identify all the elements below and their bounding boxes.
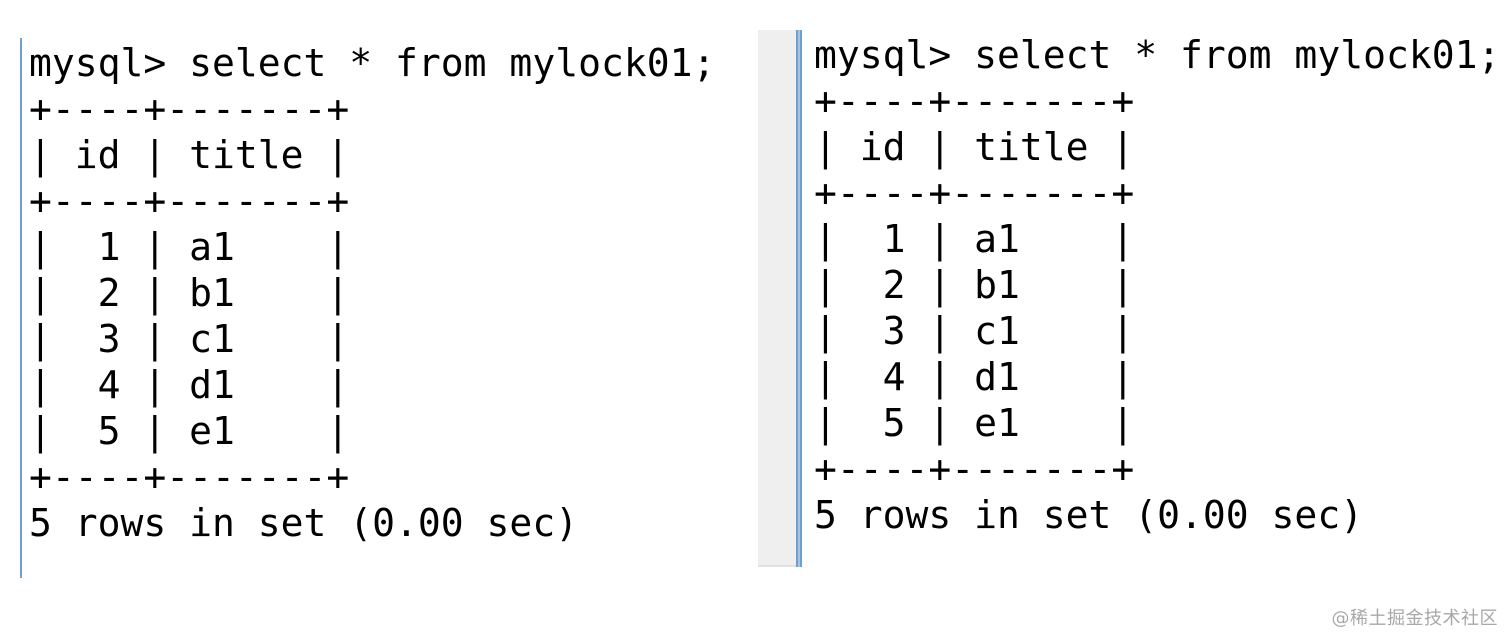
table-row: | 4 | d1 | — [814, 355, 1135, 399]
table-row: | 3 | c1 | — [814, 309, 1135, 353]
table-border-bottom: +----+-------+ — [29, 455, 350, 499]
table-row: | 2 | b1 | — [29, 271, 350, 315]
watermark: @稀土掘金技术社区 — [1331, 608, 1498, 629]
terminal-output-left: mysql> select * from mylock01;+----+----… — [29, 40, 715, 546]
result-summary: 5 rows in set (0.00 sec) — [814, 493, 1364, 537]
result-summary: 5 rows in set (0.00 sec) — [29, 501, 579, 545]
table-row: | 1 | a1 | — [29, 225, 350, 269]
table-row: | 5 | e1 | — [814, 401, 1135, 445]
table-border-top: +----+-------+ — [814, 79, 1135, 123]
table-row: | 5 | e1 | — [29, 409, 350, 453]
table-border-top: +----+-------+ — [29, 87, 350, 131]
terminal-pane-right[interactable]: mysql> select * from mylock01;+----+----… — [796, 30, 1502, 567]
terminal-output-right: mysql> select * from mylock01;+----+----… — [814, 32, 1500, 538]
table-row: | 1 | a1 | — [814, 217, 1135, 261]
table-border-bottom: +----+-------+ — [814, 447, 1135, 491]
command-line: mysql> select * from mylock01; — [814, 33, 1501, 77]
table-row: | 4 | d1 | — [29, 363, 350, 407]
table-row: | 3 | c1 | — [29, 317, 350, 361]
terminal-gutter-right — [758, 30, 800, 567]
table-row: | 2 | b1 | — [814, 263, 1135, 307]
table-header-row: | id | title | — [29, 133, 350, 177]
terminal-pane-left[interactable]: mysql> select * from mylock01;+----+----… — [20, 38, 742, 578]
table-header-separator: +----+-------+ — [814, 171, 1135, 215]
command-line: mysql> select * from mylock01; — [29, 41, 716, 85]
table-header-separator: +----+-------+ — [29, 179, 350, 223]
table-header-row: | id | title | — [814, 125, 1135, 169]
